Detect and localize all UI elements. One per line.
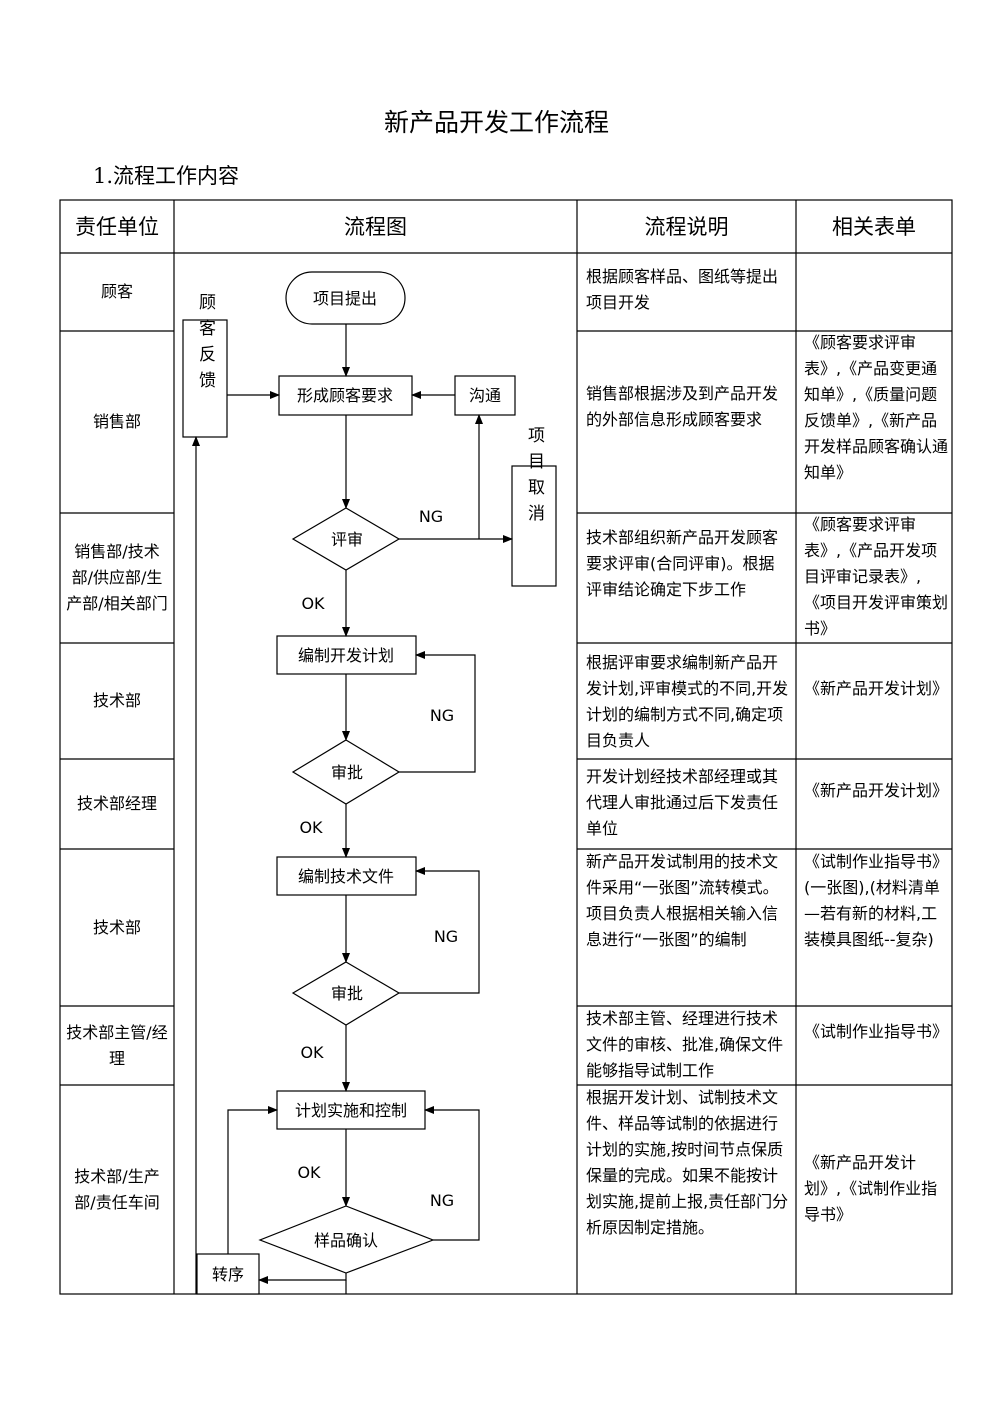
forms-cell: 《试制作业指导书》 [804, 1022, 949, 1041]
header-flow: 流程图 [344, 214, 407, 239]
implement-node [276, 1090, 426, 1130]
transfer-label: 转序 [212, 1265, 244, 1284]
start-label: 项目提出 [313, 289, 377, 308]
unit-cell: 技术部主管/经理 [66, 1022, 168, 1068]
desc-cell: 销售部根据涉及到产品开发的外部信息形成顾客要求 [586, 384, 779, 429]
section-heading: 1.流程工作内容 [93, 164, 240, 188]
ok-label: OK [297, 1163, 321, 1182]
unit-cell: 技术部 [92, 917, 141, 937]
edge [399, 651, 476, 773]
desc-cell: 技术部组织新产品开发顾客要求评审(合同评审)。根据评审结论确定下步工作 [586, 528, 779, 599]
forms-cell: 《顾客要求评审表》,《产品变更通知单》,《质量问题反馈单》,《新产品开发样品顾客… [804, 333, 949, 482]
techdoc-label: 编制技术文件 [298, 867, 394, 886]
forms-cell: 《顾客要求评审表》,《产品开发项目评审记录表》,《项目开发评审策划书》 [804, 515, 949, 638]
sample-label: 样品确认 [314, 1231, 378, 1250]
ng-label: NG [434, 927, 458, 946]
ng-label: NG [430, 706, 454, 725]
feedback-label: 顾客反馈 [195, 293, 216, 397]
desc-cell: 根据顾客样品、图纸等提出项目开发 [586, 267, 779, 312]
cancel-label: 项目取消 [524, 426, 545, 530]
forms-cell: 《试制作业指导书》(一张图),(材料清单—若有新的材料,工装模具图纸--复杂) [804, 852, 949, 949]
communicate-node [454, 375, 516, 416]
unit-cell: 技术部/生产部/责任车间 [74, 1166, 160, 1212]
techdoc-node [276, 856, 417, 896]
ng-label: NG [419, 507, 443, 526]
forms-cell: 《新产品开发计划》,《试制作业指导书》 [804, 1153, 938, 1224]
cancel-node [511, 465, 557, 587]
transfer-node [196, 1253, 260, 1295]
desc-cell: 技术部主管、经理进行技术文件的审核、批准,确保文件能够指导试制工作 [586, 1009, 784, 1080]
edge [258, 1273, 347, 1284]
implement-label: 计划实施和控制 [295, 1101, 407, 1120]
form-requirement-label: 形成顾客要求 [297, 386, 393, 405]
unit-cell: 销售部 [92, 412, 141, 431]
desc-cell: 开发计划经技术部经理或其代理人审批通过后下发责任单位 [586, 767, 779, 838]
plan-label: 编制开发计划 [298, 646, 394, 665]
unit-cell: 技术部 [92, 691, 141, 710]
forms-cell: 《新产品开发计划》 [804, 679, 949, 698]
unit-cell: 顾客 [100, 282, 133, 301]
ok-label: OK [300, 1043, 324, 1062]
header-forms: 相关表单 [832, 214, 916, 239]
ng-label: NG [430, 1191, 454, 1210]
ok-label: OK [299, 818, 323, 837]
approve2-label: 审批 [331, 984, 363, 1003]
edge [424, 1106, 480, 1241]
edge [399, 867, 480, 994]
desc-cell: 根据开发计划、试制技术文件、样品等试制的依据进行计划的实施,按时间节点保质保量的… [586, 1088, 789, 1237]
forms-cell: 《新产品开发计划》 [804, 781, 949, 800]
feedback-node [182, 319, 228, 438]
approve1-label: 审批 [331, 763, 363, 782]
unit-cell: 技术部经理 [76, 794, 157, 813]
review-label: 评审 [331, 530, 363, 549]
unit-cell: 销售部/技术部/供应部/生产部/相关部门 [66, 542, 168, 613]
desc-cell: 根据评审要求编制新产品开发计划,评审模式的不同,开发计划的编制方式不同,确定项目… [586, 653, 789, 750]
header-unit: 责任单位 [75, 214, 159, 239]
communicate-label: 沟通 [469, 386, 501, 405]
page-title: 新产品开发工作流程 [383, 108, 609, 137]
header-desc: 流程说明 [644, 214, 729, 239]
edge [227, 1106, 278, 1254]
desc-cell: 新产品开发试制用的技术文件采用“一张图”流转模式。项目负责人根据相关输入信息进行… [586, 852, 779, 949]
ok-label: OK [301, 594, 325, 613]
